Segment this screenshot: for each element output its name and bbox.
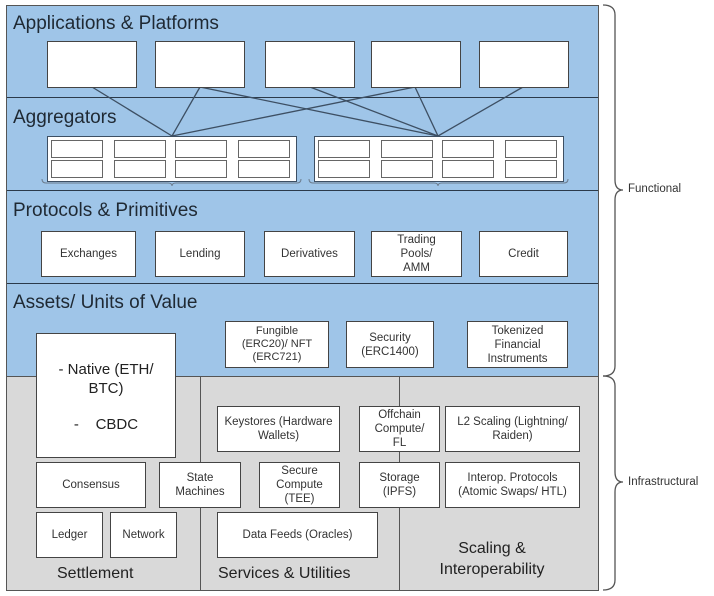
divider-assets-infrastructure [6, 376, 598, 377]
layer-title-assets: Assets/ Units of Value [13, 292, 198, 313]
protocol-box-trading-pools: Trading Pools/ AMM [371, 231, 462, 277]
settlement-box-consensus: Consensus [36, 462, 146, 508]
column-label-scaling-line2: Interoperability [439, 561, 545, 578]
aggregator-cell [381, 160, 433, 178]
native-line-cbdc: - CBDC [73, 416, 139, 433]
application-box [265, 41, 355, 88]
application-box [47, 41, 137, 88]
aggregator-brace-right [308, 178, 569, 187]
asset-box-tokenized: Tokenized Financial Instruments [467, 321, 568, 368]
protocol-box-exchanges: Exchanges [41, 231, 136, 277]
divider-apps-aggregators [6, 97, 598, 98]
service-box-keystores: Keystores (Hardware Wallets) [217, 406, 340, 452]
settlement-box-state-machines: State Machines [159, 462, 241, 508]
application-box [479, 41, 569, 88]
divider-protocols-assets [6, 283, 598, 284]
protocol-box-derivatives: Derivatives [264, 231, 355, 277]
diagram-frame [6, 5, 599, 591]
layer-title-protocols: Protocols & Primitives [13, 200, 198, 221]
aggregator-cell [442, 140, 494, 158]
connector-line [437, 86, 524, 137]
column-label-scaling-line1: Scaling & [458, 540, 526, 557]
aggregator-cell [505, 160, 557, 178]
connector-line [171, 86, 416, 137]
connector-line [171, 86, 201, 137]
service-box-offchain-compute: Offchain Compute/ FL [359, 406, 440, 452]
settlement-box-ledger: Ledger [36, 512, 103, 558]
aggregator-group-right [314, 136, 564, 182]
scaling-box-l2: L2 Scaling (Lightning/ Raiden) [445, 406, 580, 452]
connector-line [309, 86, 439, 137]
aggregator-cell [51, 160, 103, 178]
divider-aggregators-protocols [6, 190, 598, 191]
connector-line [91, 86, 173, 137]
service-box-storage: Storage (IPFS) [359, 462, 440, 508]
aggregator-cell [318, 140, 370, 158]
aggregator-cell [238, 160, 290, 178]
brace-label-functional: Functional [628, 183, 682, 195]
settlement-box-network: Network [110, 512, 177, 558]
aggregator-group-left [47, 136, 297, 182]
aggregator-cell [114, 160, 166, 178]
aggregator-cell [114, 140, 166, 158]
service-box-data-feeds: Data Feeds (Oracles) [217, 512, 378, 558]
aggregator-brace-left [41, 178, 302, 187]
asset-box-fungible-nft: Fungible (ERC20)/ NFT (ERC721) [225, 321, 329, 368]
native-line-eth: - Native (ETH/ [58, 361, 154, 378]
service-box-secure-compute: Secure Compute (TEE) [259, 462, 340, 508]
aggregator-cell [318, 160, 370, 178]
aggregator-cell [381, 140, 433, 158]
layer-title-applications: Applications & Platforms [13, 13, 219, 34]
aggregator-cell [238, 140, 290, 158]
connector-line [414, 86, 439, 137]
aggregator-cell [505, 140, 557, 158]
aggregator-cell [175, 160, 227, 178]
layer-title-aggregators: Aggregators [13, 107, 117, 128]
protocol-box-credit: Credit [479, 231, 568, 277]
application-box [155, 41, 245, 88]
column-label-scaling: Scaling & Interoperability [432, 538, 552, 580]
brace-label-infrastructural: Infrastructural [628, 476, 699, 488]
asset-box-security: Security (ERC1400) [346, 321, 434, 368]
native-line-btc: BTC) [88, 380, 124, 397]
column-label-services: Services & Utilities [218, 565, 351, 582]
functional-brace [602, 4, 624, 377]
application-box [371, 41, 461, 88]
column-label-settlement: Settlement [57, 565, 134, 582]
scaling-box-interop: Interop. Protocols (Atomic Swaps/ HTL) [445, 462, 580, 508]
aggregator-cell [175, 140, 227, 158]
protocol-box-lending: Lending [155, 231, 245, 277]
aggregator-cell [442, 160, 494, 178]
connector-line [199, 86, 439, 137]
asset-box-native: - Native (ETH/ BTC) - CBDC [36, 333, 176, 458]
infrastructural-brace [602, 375, 624, 591]
aggregator-cell [51, 140, 103, 158]
